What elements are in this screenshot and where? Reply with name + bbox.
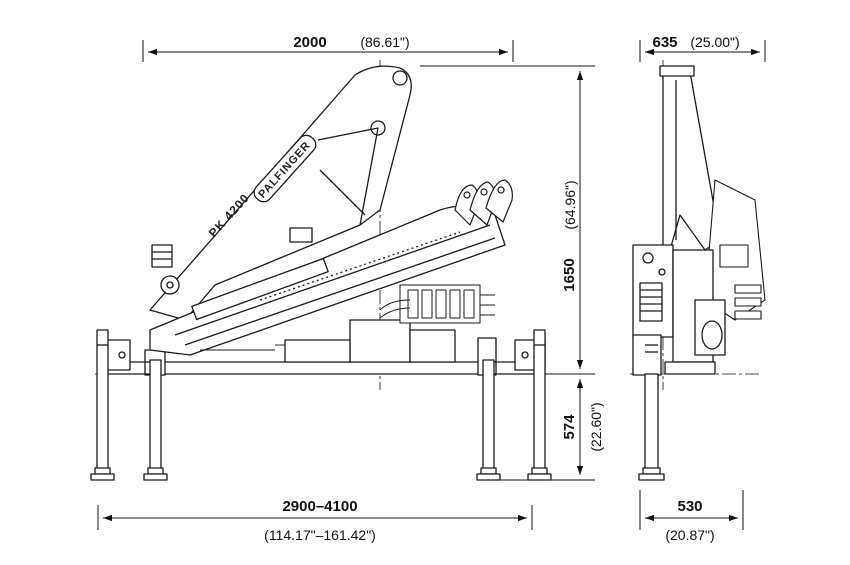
dim-column-height-imperial: (64.96"): [562, 180, 578, 229]
control-valve-bank: [399, 284, 495, 324]
crane-column: [284, 319, 456, 363]
outer-boom: [149, 205, 506, 356]
dim-side-width-imperial: (25.00"): [690, 34, 739, 50]
extension-heads: [454, 179, 513, 226]
front-base: [632, 334, 716, 481]
stabilizer-leg-outer-left: [90, 329, 115, 481]
front-extension-heads: [704, 179, 766, 321]
brand-plate: [253, 134, 317, 203]
outer-boom-cylinder: [191, 227, 329, 321]
dim-side-base-width-metric: 530: [677, 498, 702, 515]
dimension-labels: 2000 (86.61") 635 (25.00") 1650 (64.96")…: [264, 34, 739, 543]
dim-column-height-metric: 1650: [561, 258, 578, 291]
stabilizer-leg-inner-right: [476, 359, 501, 481]
dim-overall-length-imperial: (86.61"): [360, 34, 409, 50]
dim-base-height-metric: 574: [561, 414, 578, 440]
dim-overall-length-metric: 2000: [293, 34, 326, 51]
crane-front-view: [632, 65, 766, 481]
stabilizer-leg-outer-right: [527, 329, 552, 481]
hydraulic-lines: [200, 299, 411, 351]
crane-side-view: PALFINGER PK 4200: [90, 65, 552, 481]
oil-tank: [151, 244, 173, 268]
dim-outrigger-span-imperial: (114.17"–161.42"): [264, 527, 376, 543]
dim-outrigger-span-metric: 2900–4100: [282, 498, 357, 515]
dimension-lines: [97, 40, 766, 530]
dim-base-height-imperial: (22.60"): [588, 402, 604, 451]
dim-side-base-width-imperial: (20.87"): [665, 527, 714, 543]
front-column: [672, 249, 726, 363]
stabilizer-leg-inner-left: [143, 359, 168, 481]
dim-side-width-metric: 635: [652, 34, 677, 51]
main-boom: [149, 65, 412, 321]
control-panel: [632, 244, 674, 338]
